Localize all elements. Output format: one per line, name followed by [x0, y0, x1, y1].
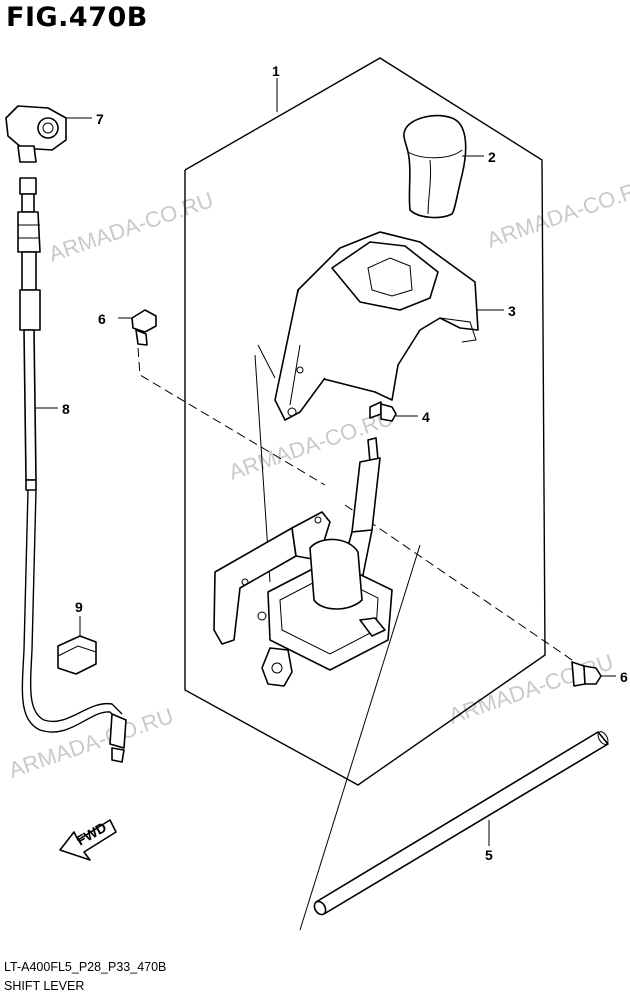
callout-7: 7: [96, 111, 104, 127]
watermark-5: ARMADA-CO.RU: [5, 703, 176, 783]
callout-6-lower: 6: [620, 669, 628, 685]
cable-clamp: [5, 105, 67, 163]
callout-4: 4: [422, 409, 430, 425]
bolt-lower: [571, 661, 602, 687]
bolt-upper: [131, 309, 157, 346]
fwd-arrow: FWD: [59, 819, 117, 861]
watermark-4: ARMADA-CO.RU: [445, 649, 616, 729]
callout-5: 5: [485, 847, 493, 863]
callout-6-upper: 6: [98, 311, 106, 327]
bolt-small: [369, 401, 397, 422]
callout-8: 8: [62, 401, 70, 417]
shift-knob: [403, 114, 467, 219]
figure-title: FIG.470B: [6, 2, 148, 33]
assembly-boundary: [184, 57, 546, 786]
callout-9: 9: [75, 599, 83, 615]
shift-rod: [313, 731, 609, 916]
callout-1: 1: [272, 63, 280, 79]
callout-2: 2: [488, 149, 496, 165]
watermark-1: ARMADA-CO.RU: [45, 187, 216, 267]
shift-gate-cover: [274, 231, 479, 421]
watermark-2: ARMADA-CO.RU: [483, 173, 630, 253]
shift-cable: [17, 177, 127, 763]
figure-code: LT-A400FL5_P28_P33_470B: [4, 960, 167, 974]
figure-caption: SHIFT LEVER: [4, 979, 85, 993]
lever-bracket-assembly: [213, 437, 393, 687]
cable-clip: [57, 635, 97, 675]
callout-3: 3: [508, 303, 516, 319]
leader-lines: [36, 78, 616, 846]
